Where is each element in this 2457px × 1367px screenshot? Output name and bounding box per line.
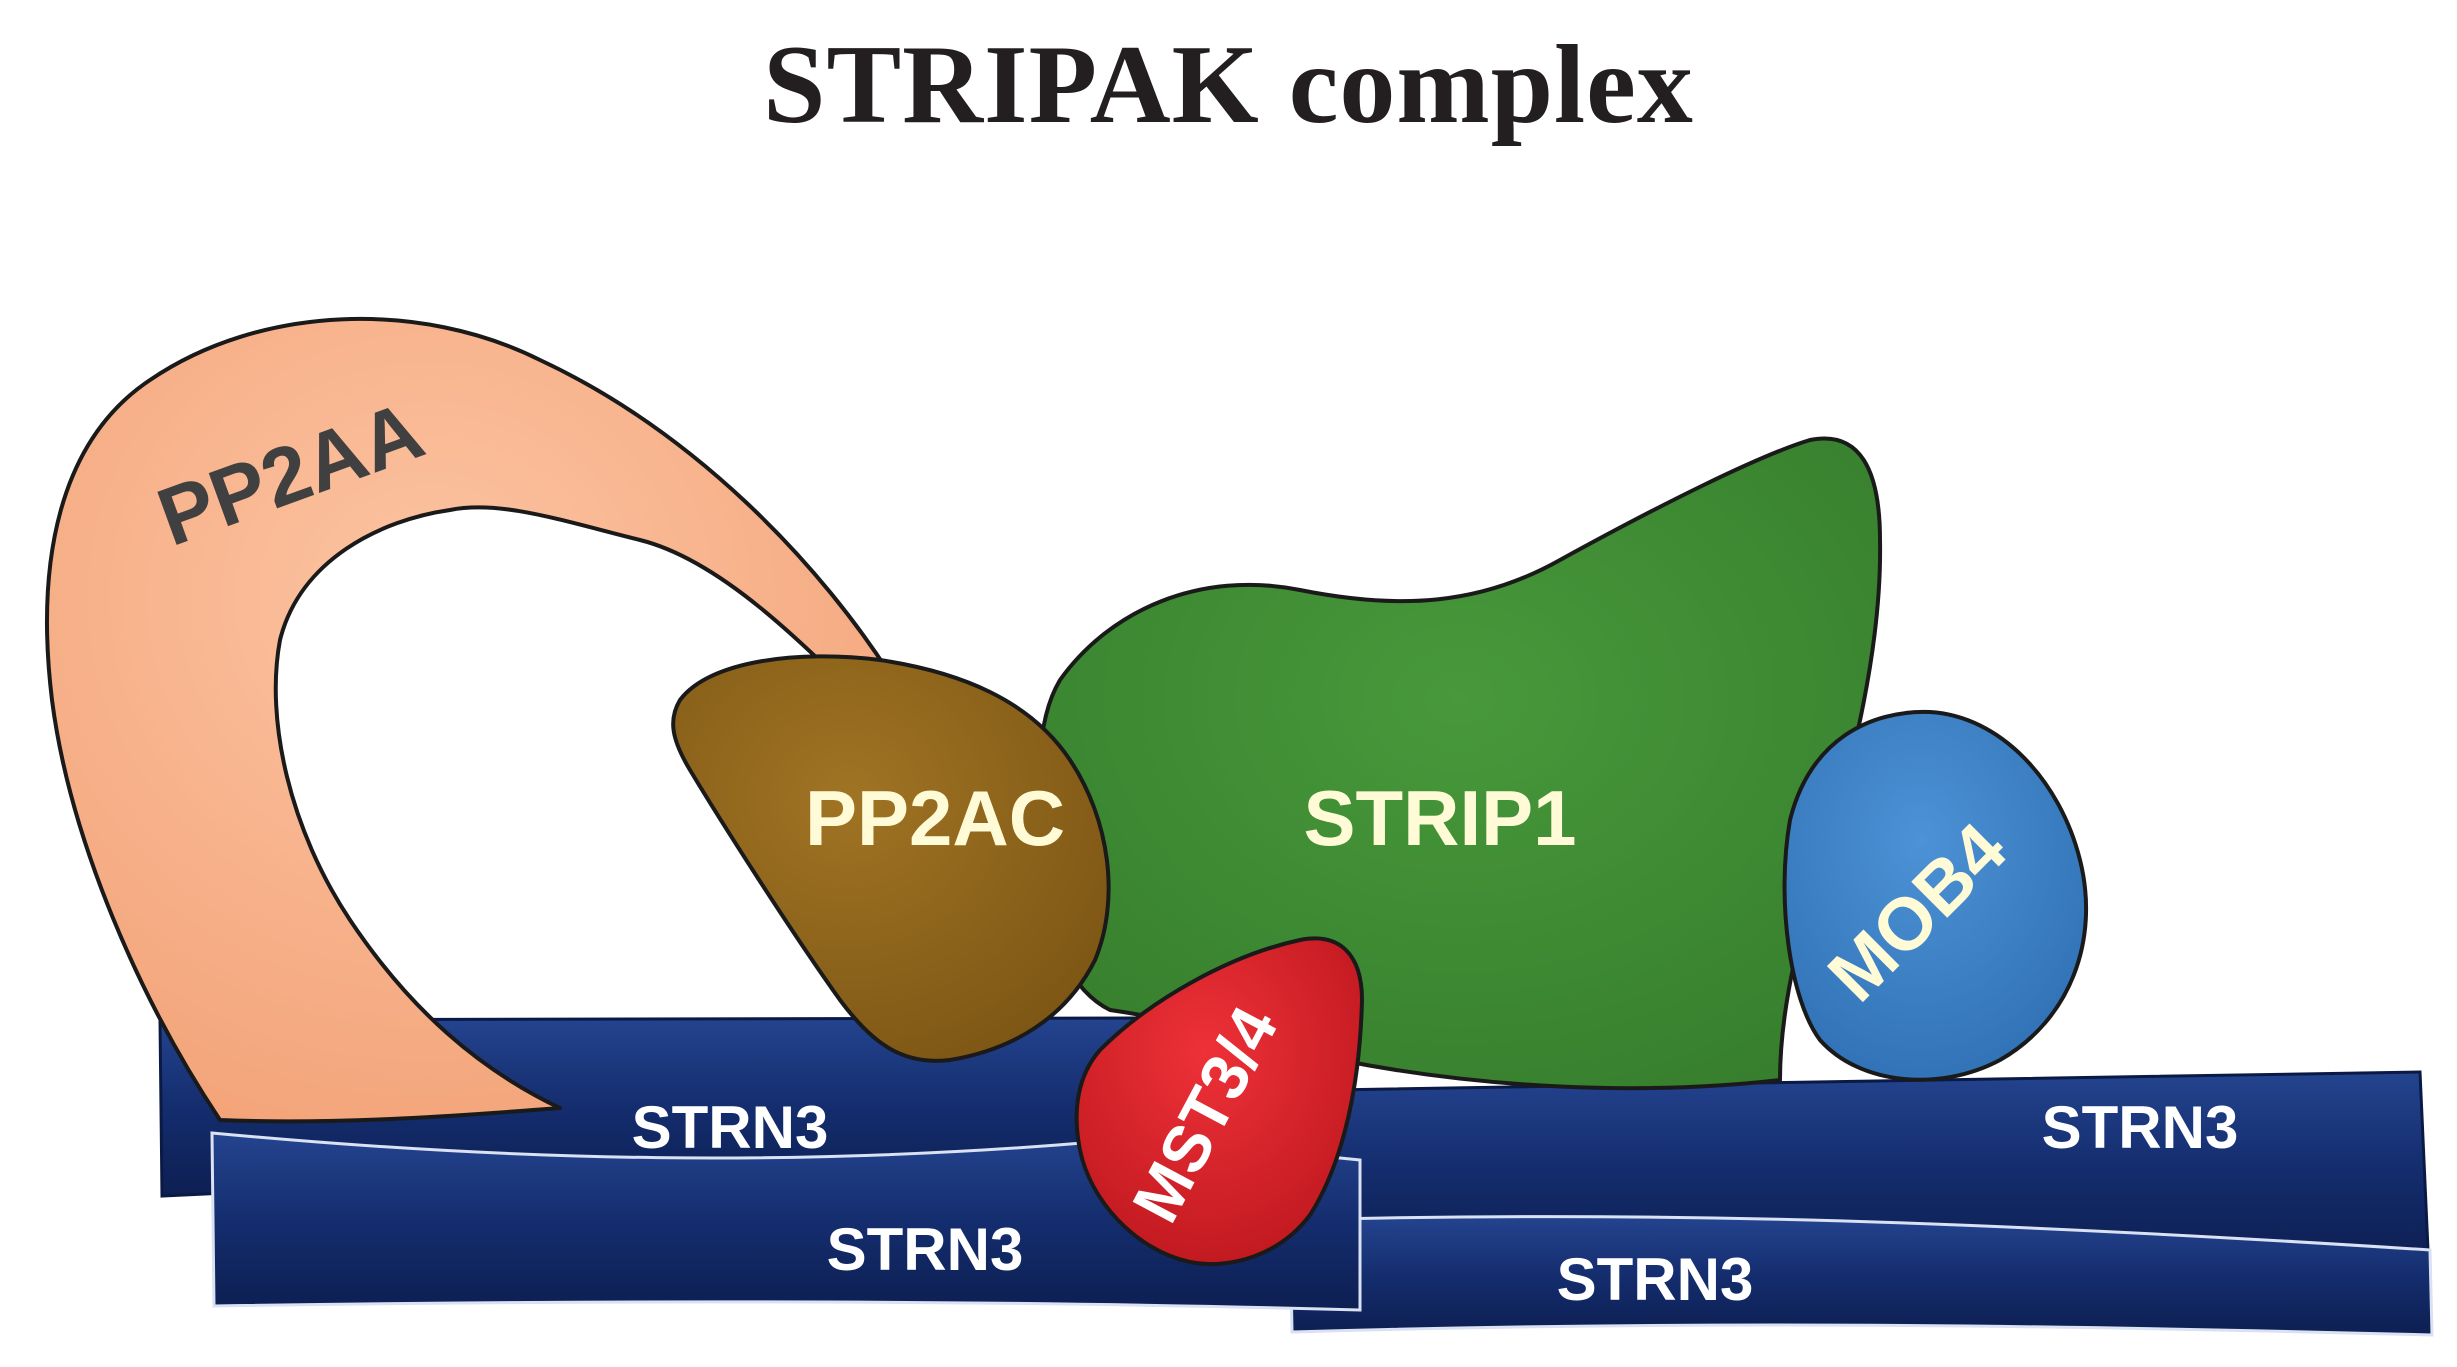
strn3-bottom-left-label: STRN3 xyxy=(827,1216,1024,1283)
strn3-bottom-right-bar xyxy=(1288,1215,2434,1337)
pp2ac-shape xyxy=(671,654,1111,1063)
strn3-bottom-left-bar xyxy=(210,1131,1362,1312)
diagram-title: STRIPAK complex xyxy=(763,23,1694,147)
strn3-top-left-label: STRN3 xyxy=(632,1094,829,1161)
strip1-shape xyxy=(1037,436,1883,1091)
pp2ac-label: PP2AC xyxy=(805,774,1065,862)
strn3-top-right-label: STRN3 xyxy=(2042,1094,2239,1161)
pp2aa-shape xyxy=(45,317,902,1124)
mst3-4-shape xyxy=(1074,936,1364,1267)
mob4-shape xyxy=(1782,709,2089,1082)
strn3-bottom-right-label: STRN3 xyxy=(1557,1246,1754,1313)
strip1-label: STRIP1 xyxy=(1303,774,1576,862)
